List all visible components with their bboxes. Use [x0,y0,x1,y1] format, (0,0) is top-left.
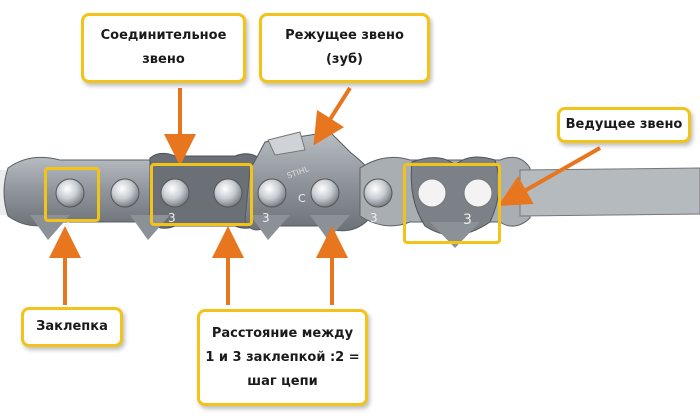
pitch-label: Расстояние между 1 и 3 заклепкой :2 = ша… [197,309,368,406]
arrow-drive [498,146,601,206]
connecting-link-highlight [150,163,253,226]
rivet [310,178,340,208]
rivet [213,178,243,208]
rivet-label: Заклепка [21,307,123,347]
rivet [257,178,287,208]
link-mark: 3 [370,211,378,225]
rivet [110,178,140,208]
link-mark: 3 [262,211,270,225]
link-mark: C [298,192,306,205]
rivet [463,178,493,208]
rivet [363,178,393,208]
rivet-highlight [44,167,100,222]
drive-tooth [250,215,290,240]
drive-link-highlight [403,163,501,244]
side-plate-3 [519,167,700,217]
connecting-link-label: Соединительное звено [81,13,246,83]
rivet [417,178,447,208]
link-mark: 3 [168,211,176,225]
cutter-top [267,131,306,156]
arrow-cutting [313,86,352,146]
drive-tooth [130,215,170,240]
link-mark: 3 [463,212,472,228]
drive-link-label: Ведущее звено [557,107,691,143]
cutting-link-label: Режущее звено (зуб) [259,13,430,83]
drive-tooth [430,222,480,248]
rivet [160,178,190,208]
rivet [55,178,85,208]
